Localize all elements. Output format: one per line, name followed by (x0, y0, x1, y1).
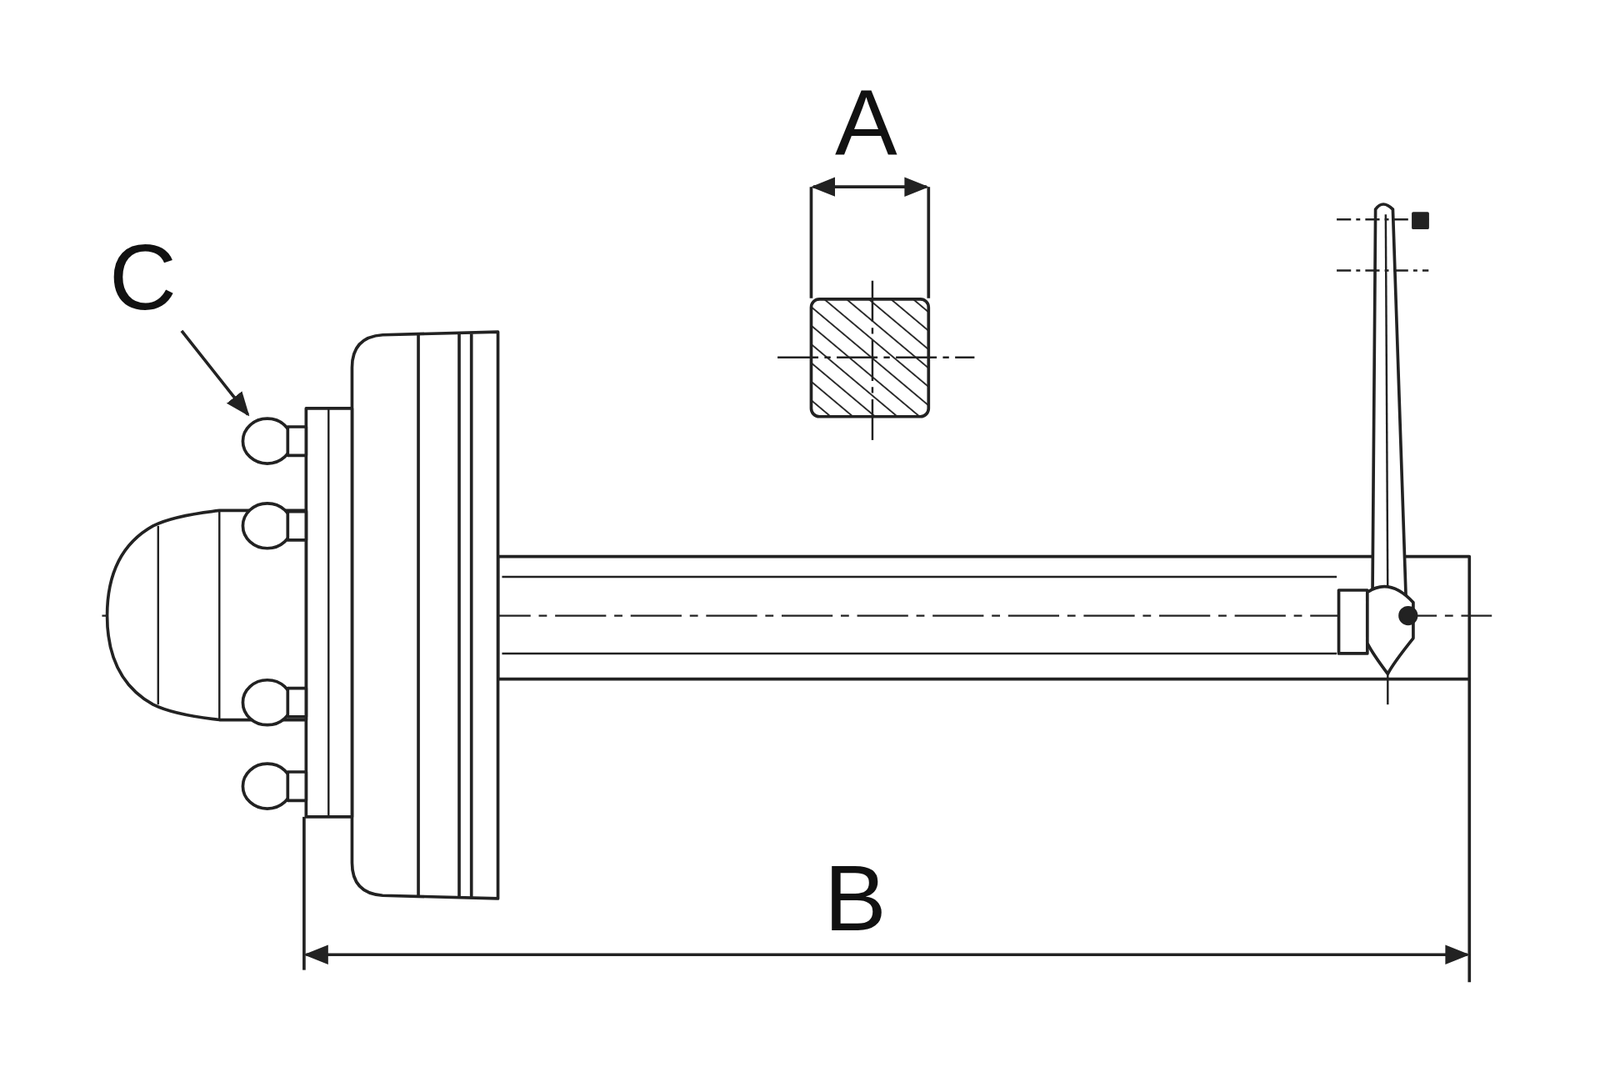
drum-line (457, 334, 461, 898)
cap-line (218, 510, 220, 720)
axle-tube (498, 556, 1470, 680)
dimension-line (813, 185, 927, 189)
extension-line (302, 816, 306, 970)
lever-hub (1367, 586, 1414, 675)
wheel-nuts (242, 418, 306, 809)
cap-line (157, 525, 160, 705)
flange-line (327, 408, 330, 817)
drum-line (416, 335, 420, 897)
extension-line (1467, 679, 1471, 983)
center-line (777, 355, 975, 358)
tube-line (501, 575, 1337, 578)
brake-lever (1372, 204, 1406, 603)
lever-line (1385, 214, 1388, 597)
dimension-label: B (824, 851, 887, 945)
extension-line (926, 186, 930, 299)
dimension-label: A (835, 75, 898, 170)
dimension-line (305, 952, 1467, 956)
hub-flange (305, 408, 352, 817)
drum-line (470, 334, 474, 898)
tube-line (501, 652, 1337, 655)
lever-mark (1336, 269, 1429, 271)
lever-bracket (1339, 590, 1368, 654)
callout-letter: C (109, 230, 177, 325)
extension-line (810, 186, 814, 299)
center-line (871, 280, 874, 446)
leader-line (181, 330, 249, 415)
brake-drum (351, 331, 498, 899)
